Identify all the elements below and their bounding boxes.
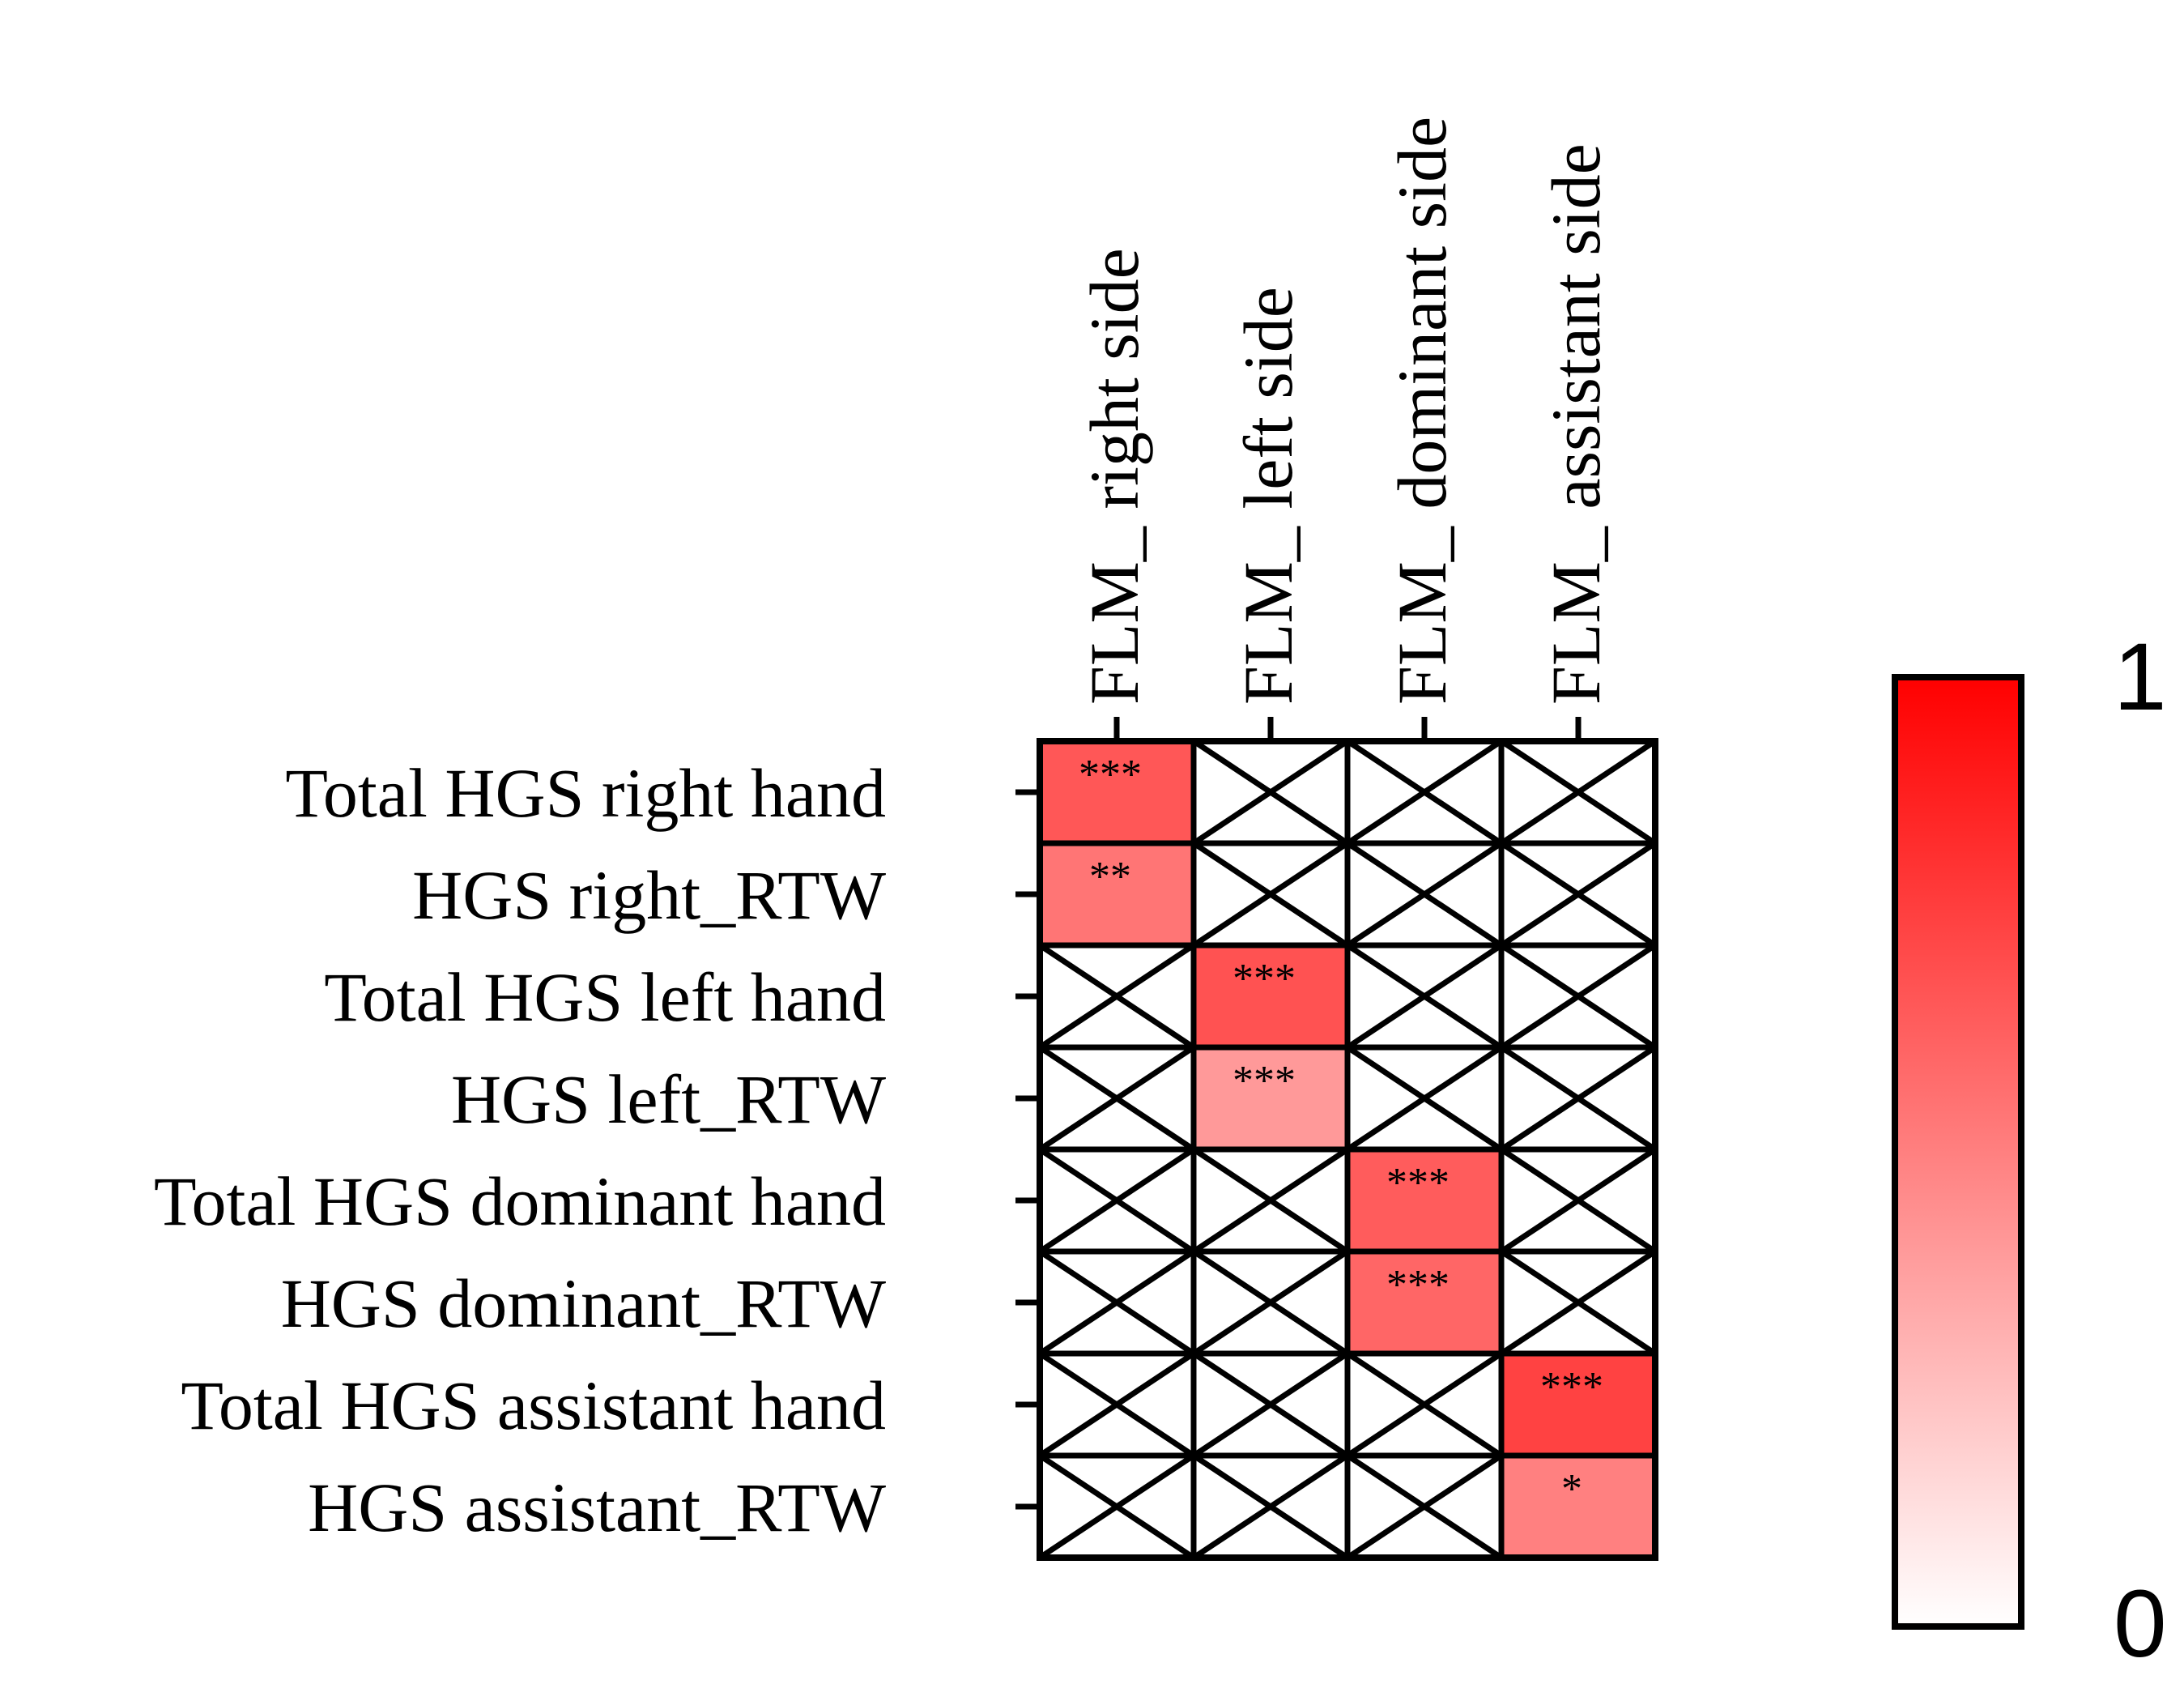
cross-mark-line bbox=[1038, 1453, 1195, 1560]
cross-mark-line bbox=[1192, 1453, 1349, 1560]
cross-mark-line bbox=[1192, 739, 1349, 846]
heatmap-cell bbox=[1344, 1248, 1505, 1357]
significance-label: *** bbox=[1232, 956, 1296, 1002]
color-scale: 1 0 bbox=[1892, 624, 2167, 1678]
heatmap-border bbox=[1037, 738, 1658, 1561]
axis-ticks bbox=[1015, 717, 1582, 1510]
cross-mark-line bbox=[1192, 1249, 1349, 1356]
row-label: HGS left_RTW bbox=[451, 1060, 886, 1138]
significance-label: *** bbox=[1386, 1262, 1450, 1308]
heatmap-cell bbox=[1190, 1044, 1351, 1153]
column-labels: FLM_ right side FLM_ left side FLM_ domina… bbox=[1075, 117, 1615, 705]
significance-label: *** bbox=[1386, 1160, 1450, 1206]
cross-mark-line bbox=[1346, 1351, 1503, 1458]
cross-mark-line bbox=[1500, 841, 1657, 948]
cross-mark-line bbox=[1038, 943, 1195, 1050]
cross-mark-line bbox=[1346, 739, 1503, 846]
cross-mark-line bbox=[1192, 1147, 1349, 1254]
cross-mark-line bbox=[1500, 1147, 1657, 1254]
cross-mark-line bbox=[1346, 841, 1503, 948]
cross-mark-line bbox=[1192, 841, 1349, 948]
significance-label: *** bbox=[1540, 1364, 1603, 1410]
column-label: FLM_ dominant side bbox=[1383, 117, 1461, 705]
row-label: HGS assistant_RTW bbox=[308, 1469, 886, 1546]
color-scale-min-label: 0 bbox=[2114, 1571, 2167, 1678]
row-label: Total HGS left hand bbox=[324, 958, 886, 1036]
cross-mark-line bbox=[1038, 1249, 1195, 1356]
color-scale-max-label: 1 bbox=[2114, 624, 2167, 731]
color-scale-bar bbox=[1892, 674, 2024, 1630]
cross-mark-line bbox=[1500, 739, 1657, 846]
significance-label: *** bbox=[1079, 752, 1142, 798]
cross-mark-line bbox=[1038, 1045, 1195, 1152]
cross-mark-line bbox=[1500, 1249, 1657, 1356]
significance-label: ** bbox=[1089, 854, 1131, 900]
cross-mark-line bbox=[1038, 1351, 1195, 1458]
cross-mark-line bbox=[1500, 943, 1657, 1050]
cross-mark-line bbox=[1346, 1453, 1503, 1560]
row-label: Total HGS assistant hand bbox=[181, 1366, 886, 1444]
heatmap-cells: ********************* bbox=[1037, 738, 1658, 1561]
row-label: Total HGS dominant hand bbox=[154, 1162, 886, 1240]
column-label: FLM_ left side bbox=[1229, 287, 1307, 705]
row-label: Total HGS right hand bbox=[285, 754, 886, 832]
row-label: HGS dominant_RTW bbox=[281, 1264, 886, 1342]
row-label: HGS right_RTW bbox=[412, 856, 886, 934]
column-label: FLM_ assistant side bbox=[1537, 143, 1615, 705]
cross-mark-line bbox=[1500, 1045, 1657, 1152]
significance-label: * bbox=[1561, 1466, 1582, 1512]
cross-mark-line bbox=[1346, 943, 1503, 1050]
significance-label: *** bbox=[1232, 1058, 1296, 1104]
cross-mark-line bbox=[1192, 1351, 1349, 1458]
cross-mark-line bbox=[1346, 1045, 1503, 1152]
cross-mark-line bbox=[1038, 1147, 1195, 1254]
column-label: FLM_ right side bbox=[1075, 248, 1153, 705]
